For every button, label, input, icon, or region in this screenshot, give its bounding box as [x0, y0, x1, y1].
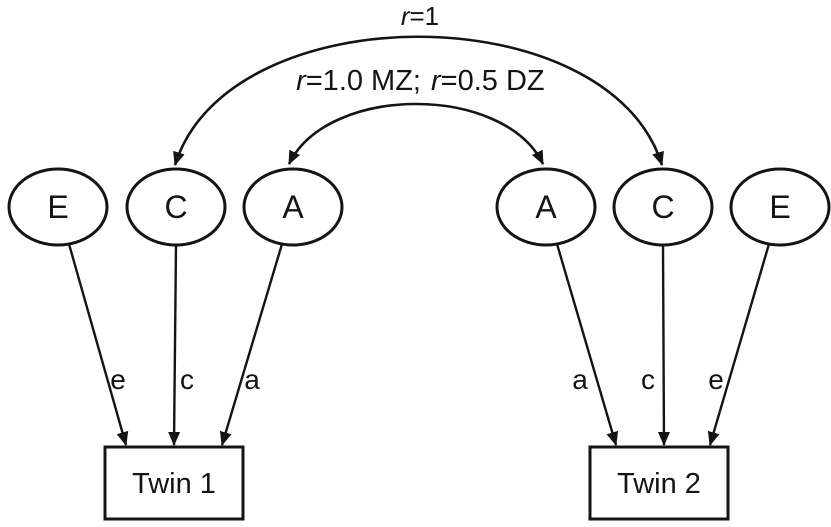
path-coef-c-twin2: c: [641, 364, 655, 395]
latent-ellipse-E-twin2: [729, 167, 831, 247]
path-arrow-e-twin1: [67, 243, 129, 446]
latent-label-E-twin1: E: [47, 189, 68, 225]
path-coef-c-twin1: c: [180, 364, 194, 395]
latent-ellipse-A-twin2: [495, 167, 597, 247]
latent-label-E-twin2: E: [769, 189, 790, 225]
path-coef-a-twin2: a: [572, 364, 588, 395]
latent-label-A-twin2: A: [535, 189, 557, 225]
twin1-box: [103, 445, 245, 521]
path-arrow-e-twin2: [707, 243, 771, 446]
twin2-box-label: Twin 2: [617, 468, 701, 500]
path-coef-e-twin2: e: [708, 364, 724, 395]
path-arrow-c-twin2: [657, 244, 670, 446]
latent-label-C-twin1: C: [164, 189, 187, 225]
c-correlation-arc: [173, 35, 664, 166]
c-correlation-label: r=1: [401, 1, 439, 31]
twin2-cluster: A C E a c e Twin 2: [495, 167, 831, 521]
a-correlation-label-right: r=0.5 DZ: [431, 65, 545, 97]
twin2-box: [588, 445, 730, 521]
latent-label-A-twin1: A: [282, 189, 304, 225]
latent-label-C-twin2: C: [651, 189, 674, 225]
path-arrow-c-twin1: [168, 244, 181, 446]
latent-ellipse-A-twin1: [242, 167, 344, 247]
path-coef-e-twin1: e: [110, 364, 126, 395]
path-arrow-a-twin1: [219, 243, 284, 446]
twin1-box-label: Twin 1: [132, 468, 216, 500]
latent-ellipse-E-twin1: [7, 167, 109, 247]
a-correlation-arc: [287, 102, 545, 165]
a-correlation-label-left: r=1.0 MZ;: [296, 65, 421, 97]
twin1-cluster: E C A e c a Twin 1: [7, 167, 344, 521]
path-coef-a-twin1: a: [244, 364, 260, 395]
path-arrow-a-twin2: [555, 243, 619, 446]
